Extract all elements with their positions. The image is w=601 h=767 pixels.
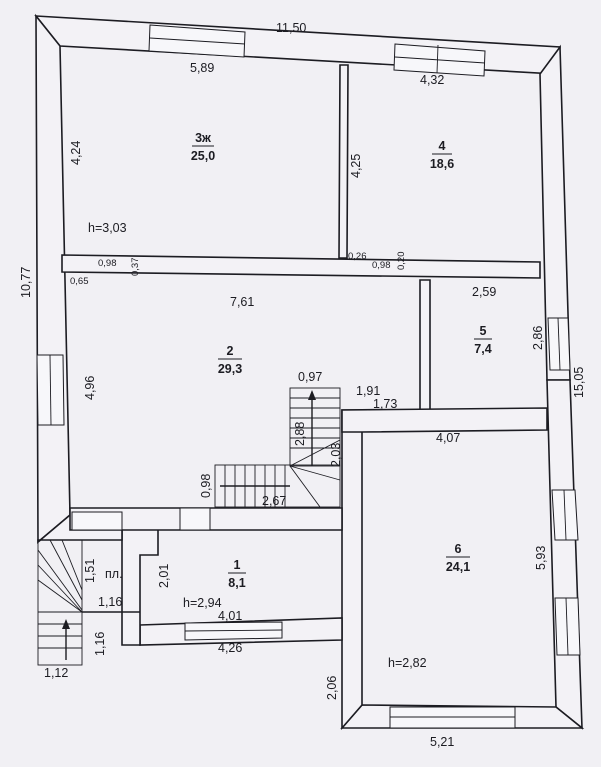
room-area-2: 29,3 [218,362,242,376]
dim-0-20: 0,20 [396,252,407,271]
dim-left-total: 10,77 [19,267,33,298]
dim-2-88: 2,88 [293,422,307,446]
dim-room4-width: 4,32 [420,73,444,87]
dim-1-16-stair: 1,16 [93,632,107,656]
height-label-1: h=3,03 [88,221,127,235]
dim-1-16-landing: 1,16 [98,595,122,609]
room-area-4: 18,6 [430,157,454,171]
room-area-6: 24,1 [446,560,470,574]
room-num-1: 1 [234,558,241,572]
room-num-6: 6 [455,542,462,556]
dim-1-51: 1,51 [83,559,97,583]
dim-0-26: 0,26 [348,251,367,262]
dim-room1-width: 4,01 [218,609,242,623]
dim-2-67: 2,67 [262,494,286,508]
room-num-4: 4 [439,139,446,153]
main-staircase [214,387,341,508]
dim-room6-height: 5,93 [534,546,548,570]
dim-0-98-left: 0,98 [98,258,117,269]
dimension-labels: 11,50 5,89 4,32 4,24 4,25 10,77 0,98 0,3… [19,21,586,749]
room-area-1: 8,1 [228,576,245,590]
room-area-5: 7,4 [474,342,491,356]
dim-room2-height: 4,96 [83,376,97,400]
dim-top-total: 11,50 [276,21,306,35]
room-num-3: 3ж [195,131,211,145]
dim-room2-width: 7,61 [230,295,254,309]
dim-room3-width: 5,89 [190,61,214,75]
dim-room4-height: 4,25 [349,154,363,178]
dim-room5-height: 2,86 [531,326,545,350]
windows [36,24,581,729]
dim-0-98-right: 0,98 [372,260,391,271]
dim-room6-width: 4,07 [436,431,460,445]
landing-label: пл. [105,567,123,581]
dim-0-98-stair: 0,98 [199,474,213,498]
room-num-5: 5 [480,324,487,338]
dim-room1-height: 2,01 [157,564,171,588]
room-area-3: 25,0 [191,149,215,163]
dim-room3-height: 4,24 [69,141,83,165]
height-label-3: h=2,82 [388,656,427,670]
dim-4-26: 4,26 [218,641,242,655]
dim-bottom-width: 5,21 [430,735,454,749]
dim-2-03: 2,03 [329,443,343,467]
room-labels: 3ж 25,0 4 18,6 2 29,3 5 7,4 1 8,1 6 24,1… [88,131,492,670]
dim-1-91: 1,91 [356,384,380,398]
dim-0-97: 0,97 [298,370,322,384]
dim-1-73: 1,73 [373,397,397,411]
height-label-2: h=2,94 [183,596,222,610]
entrance-staircase [37,539,140,666]
dim-0-37: 0,37 [130,258,141,277]
dim-0-65: 0,65 [70,276,89,287]
dim-1-12: 1,12 [44,666,68,680]
interior-walls [61,64,548,531]
dim-right-total: 15,05 [572,367,586,398]
room-num-2: 2 [227,344,234,358]
dim-2-06: 2,06 [325,676,339,700]
dim-room5-width: 2,59 [472,285,496,299]
